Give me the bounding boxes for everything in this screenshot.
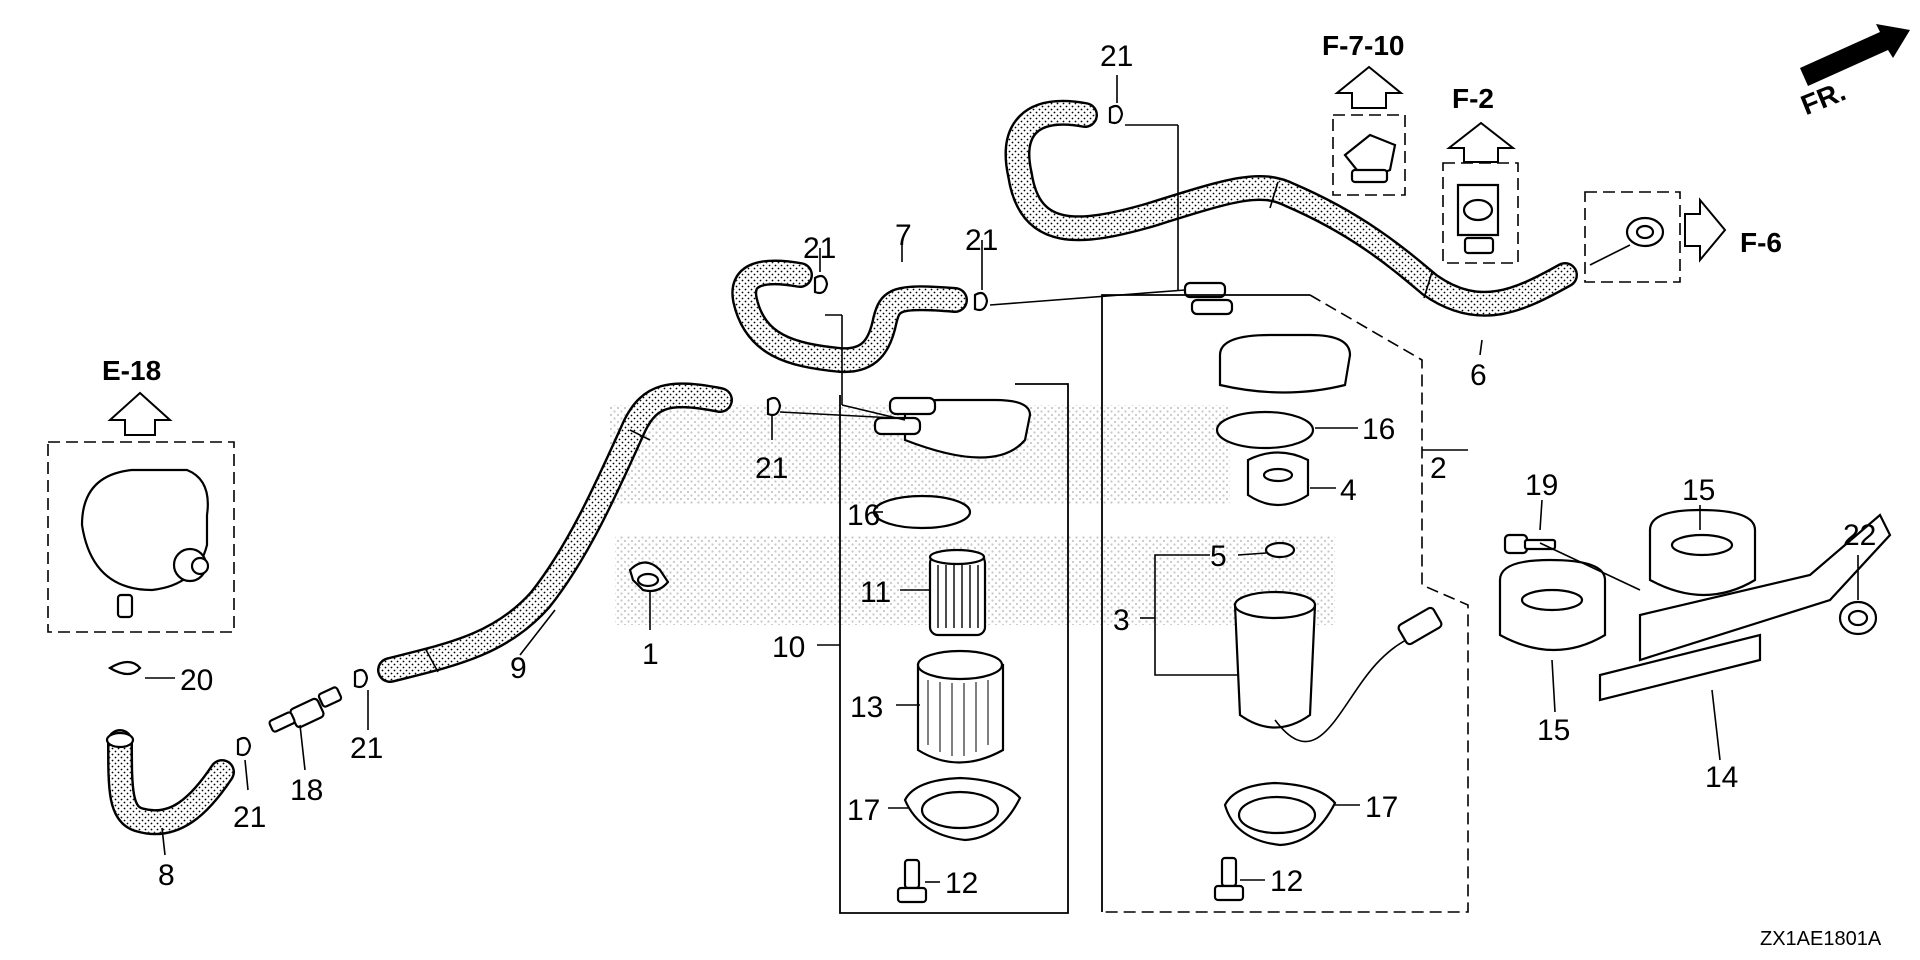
label-1: 1 (642, 638, 659, 671)
label-15b: 15 (1537, 714, 1570, 747)
front-arrow-icon (1800, 24, 1910, 86)
clip-21-parts (107, 104, 1124, 757)
label-22: 22 (1843, 519, 1876, 552)
label-2: 2 (1430, 452, 1447, 485)
label-16b: 16 (1362, 413, 1395, 446)
label-15a: 15 (1682, 474, 1715, 507)
label-7: 7 (895, 219, 912, 252)
ref-f710: F-7-10 (1322, 30, 1404, 61)
label-21a: 21 (1100, 40, 1133, 73)
assembly-box-2 (1101, 294, 1469, 913)
label-17a: 17 (847, 794, 880, 827)
connector-18 (268, 686, 343, 733)
label-21f: 21 (233, 801, 266, 834)
label-5: 5 (1210, 540, 1227, 573)
label-12b: 12 (1270, 865, 1303, 898)
label-19: 19 (1525, 469, 1558, 502)
assembly-box-10 (839, 383, 1069, 914)
label-21c: 21 (965, 224, 998, 257)
ref-box-f2 (1442, 162, 1519, 264)
label-6: 6 (1470, 359, 1487, 392)
ref-box-f710 (1332, 114, 1406, 196)
label-14: 14 (1705, 761, 1738, 794)
ref-e18: E-18 (102, 355, 161, 386)
filter-assembly-10 (872, 396, 1032, 904)
ref-arrow-e18-icon (107, 391, 173, 436)
label-21b: 21 (803, 232, 836, 265)
ref-box-f6 (1584, 191, 1681, 283)
clamp-1 (628, 561, 670, 593)
label-17b: 17 (1365, 791, 1398, 824)
label-21e: 21 (350, 732, 383, 765)
label-10: 10 (772, 631, 805, 664)
ref-f2: F-2 (1452, 83, 1494, 114)
filter-assembly-2 (1183, 281, 1443, 902)
label-12a: 12 (945, 867, 978, 900)
ref-arrow-f2-icon (1446, 121, 1516, 163)
label-9: 9 (510, 652, 527, 685)
ref-box-e18 (47, 441, 235, 633)
hose-8 (105, 729, 235, 836)
bracket-assembly (1498, 508, 1892, 702)
label-3: 3 (1113, 604, 1130, 637)
label-4: 4 (1340, 474, 1357, 507)
leader-lines (145, 75, 1859, 883)
hose-9 (377, 382, 733, 683)
label-20: 20 (180, 664, 213, 697)
hose-7 (731, 259, 968, 374)
label-13: 13 (850, 691, 883, 724)
label-21d: 21 (755, 452, 788, 485)
label-18: 18 (290, 774, 323, 807)
ref-arrow-f710-icon (1334, 65, 1404, 109)
label-16a: 16 (847, 499, 880, 532)
ref-arrow-f6-icon (1684, 197, 1727, 263)
hose-6 (1004, 99, 1578, 317)
label-8: 8 (158, 859, 175, 892)
front-direction-label: FR. (1797, 75, 1850, 121)
ref-f6: F-6 (1740, 227, 1782, 258)
diagram-code: ZX1AE1801A (1760, 928, 1882, 950)
label-11: 11 (860, 576, 891, 609)
